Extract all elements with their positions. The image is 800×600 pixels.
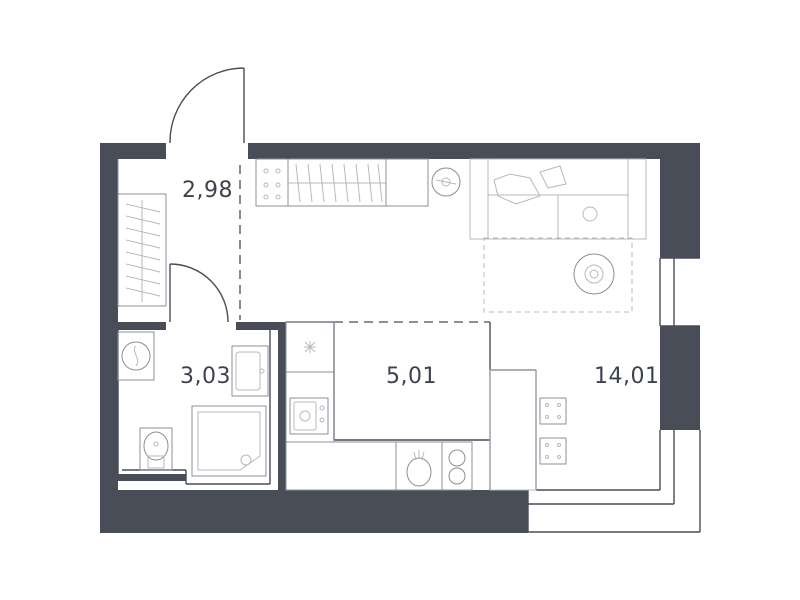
exterior-walls (100, 143, 700, 533)
wall-top-left (100, 143, 166, 159)
dining-table (489, 369, 567, 491)
area-labels: 2,98 3,03 5,01 14,01 (180, 178, 659, 389)
wall-right-upper (660, 143, 700, 258)
washing-machine (117, 331, 155, 381)
area-hallway: 2,98 (182, 178, 233, 203)
area-bathroom: 3,03 (180, 364, 231, 389)
entrance-door (169, 67, 245, 144)
wall-left (100, 143, 118, 533)
top-wardrobe (255, 158, 429, 207)
area-kitchen: 5,01 (386, 364, 437, 389)
area-living-room: 14,01 (594, 364, 659, 389)
sofa (469, 158, 647, 240)
wall-top (248, 143, 700, 159)
wall-bottom (100, 490, 528, 533)
kitchen-counter-bottom (285, 441, 473, 491)
interior-walls (117, 165, 537, 492)
kitchen-counter-left (285, 321, 335, 443)
wall-right-middle (660, 326, 700, 430)
hall-wardrobe (117, 159, 167, 307)
round-table (431, 167, 461, 197)
toilet (139, 427, 173, 471)
rug (483, 237, 633, 313)
bathroom-sink (231, 345, 269, 397)
shower-tray (191, 405, 267, 477)
bathroom-door (169, 263, 229, 323)
windows (527, 257, 701, 533)
